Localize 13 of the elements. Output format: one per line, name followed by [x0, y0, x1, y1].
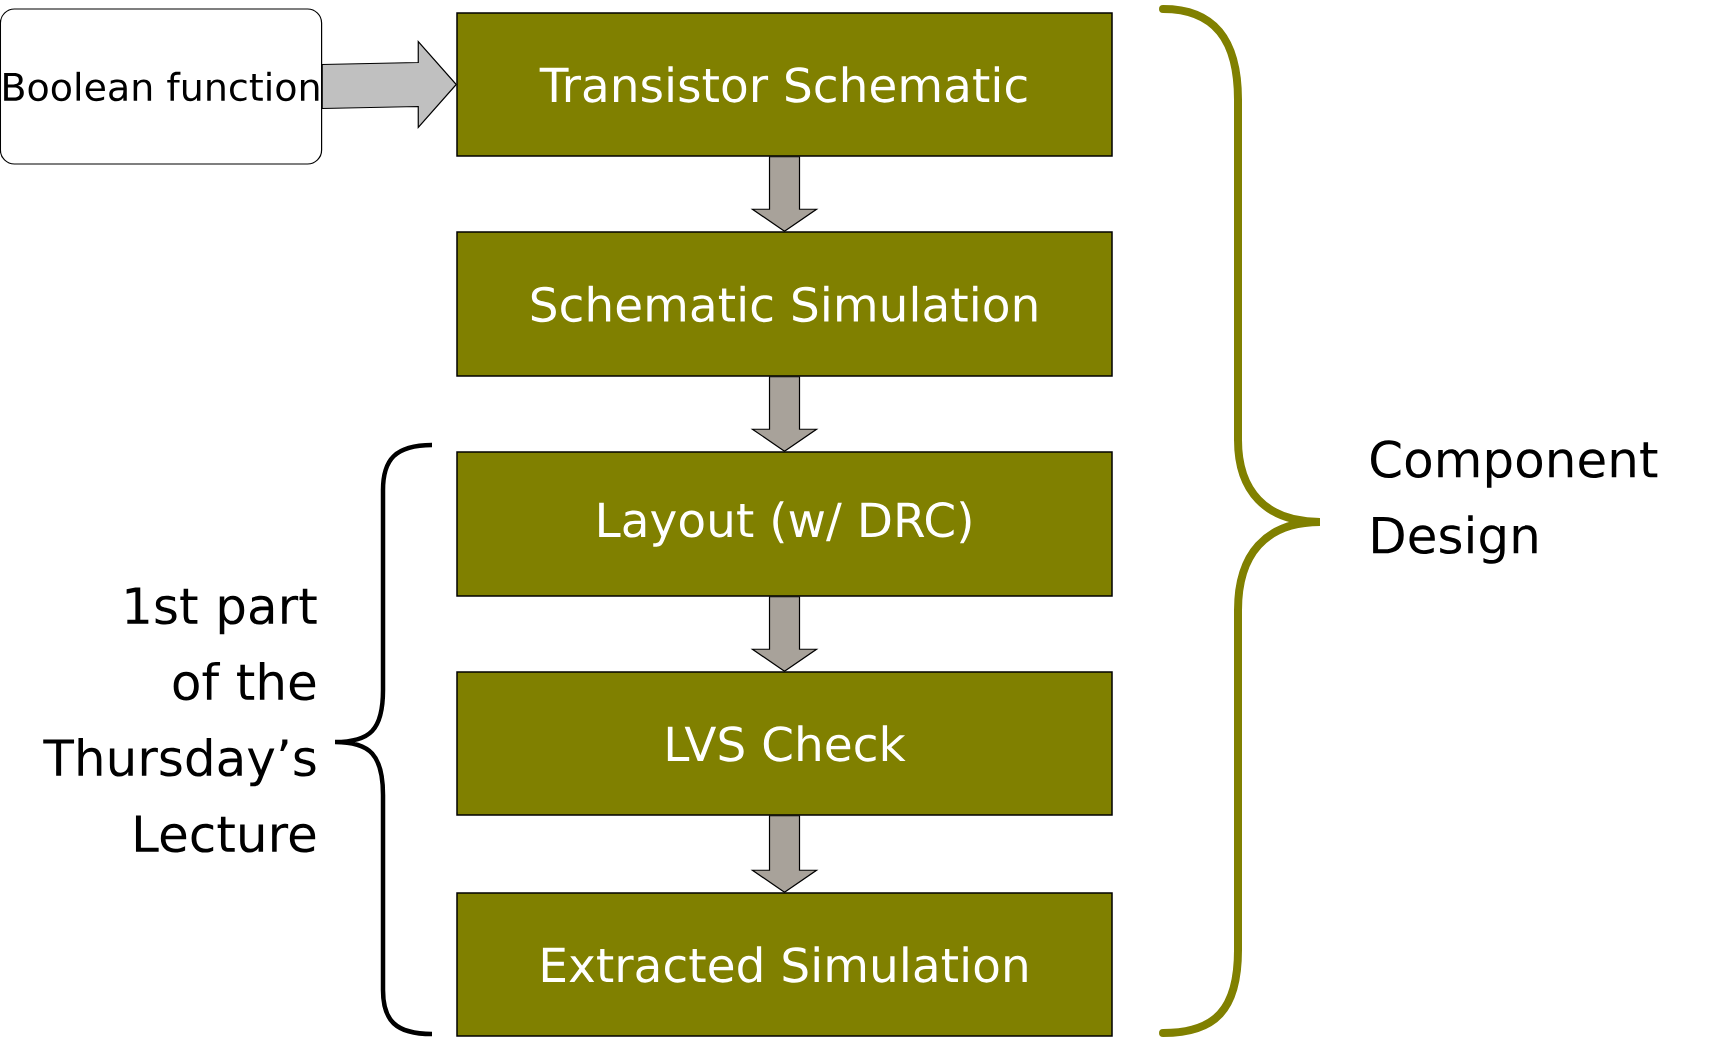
- input-box: Boolean function: [0, 8, 323, 165]
- process-box: Schematic Simulation: [456, 231, 1113, 377]
- side-label: 1st part of the Thursday’s Lecture: [43, 587, 317, 853]
- process-box: Extracted Simulation: [456, 892, 1113, 1037]
- block-arrow: [750, 156, 819, 232]
- process-box: Transistor Schematic: [456, 12, 1113, 157]
- block-arrow: [750, 376, 819, 452]
- block-arrow: [750, 815, 819, 893]
- side-label: Component Design: [1371, 440, 1658, 564]
- block-arrow: [321, 39, 458, 130]
- process-box: Layout (w/ DRC): [456, 451, 1113, 597]
- process-box: LVS Check: [456, 671, 1113, 816]
- block-arrow: [750, 596, 819, 672]
